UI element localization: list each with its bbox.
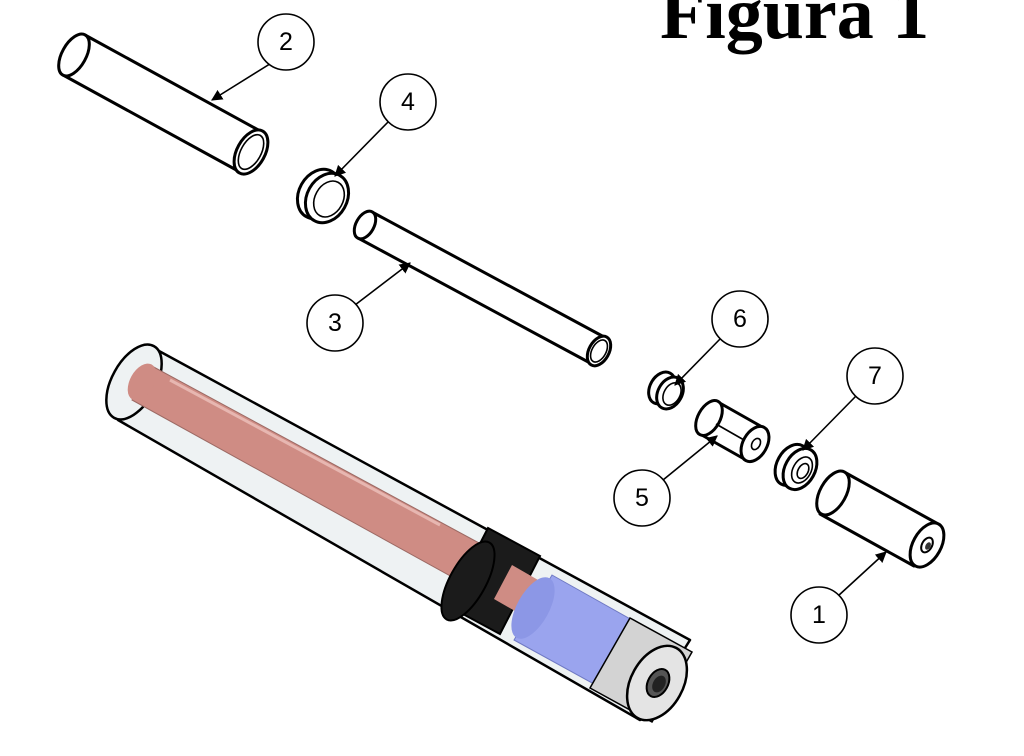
part-4-ring xyxy=(295,167,351,225)
callout-label-2: 2 xyxy=(279,28,293,56)
callout-4: 4 xyxy=(334,73,437,177)
callout-label-1: 1 xyxy=(812,601,826,629)
part-3-rod xyxy=(352,209,613,368)
part-7-ring xyxy=(773,442,819,492)
callout-6: 6 xyxy=(674,290,769,386)
callout-1: 1 xyxy=(790,551,887,644)
callout-label-7: 7 xyxy=(868,362,882,390)
callout-3: 3 xyxy=(306,262,411,352)
part-5-slotted-cylinder xyxy=(694,399,771,464)
part-6-bushing xyxy=(647,370,685,411)
callout-7: 7 xyxy=(802,347,904,451)
callout-label-3: 3 xyxy=(328,309,342,337)
part-1-end-cap xyxy=(815,469,946,569)
assembled-device xyxy=(105,343,694,724)
callout-label-5: 5 xyxy=(635,484,649,512)
callout-5: 5 xyxy=(613,435,718,527)
callout-label-4: 4 xyxy=(401,88,415,116)
callout-label-6: 6 xyxy=(733,305,747,333)
callout-2: 2 xyxy=(211,13,315,101)
figure-title: Figura 1 xyxy=(660,0,929,55)
part-2-tube xyxy=(57,32,270,176)
